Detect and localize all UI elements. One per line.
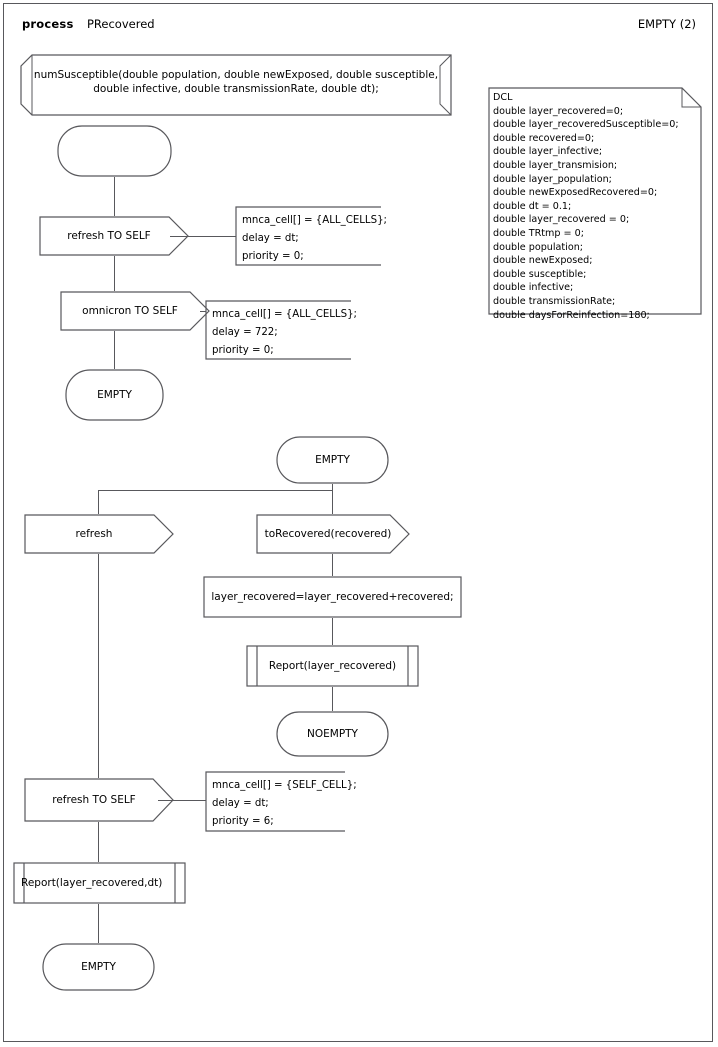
state-symbol-empty-2 <box>276 436 389 484</box>
procedure-declaration-symbol <box>20 54 452 116</box>
state-symbol-empty-1 <box>65 369 164 421</box>
dcl-line-10: double layer_recovered = 0; <box>493 214 630 226</box>
dcl-note-body: DCL double layer_recovered=0;double layer… <box>493 91 698 322</box>
input-symbol-refresh <box>24 514 174 554</box>
dcl-line-6: double layer_transmision; <box>493 159 618 171</box>
comment-symbol-2 <box>205 300 351 360</box>
comment-body-2: mnca_cell[] = {ALL_CELLS};delay = 722; pr… <box>212 306 357 360</box>
procedure-call-label-report-1: Report(layer_recovered) <box>268 660 397 672</box>
state-label-empty-1: EMPTY <box>97 389 132 401</box>
task-symbol-assign-recovered <box>203 576 462 618</box>
comment-symbol-3 <box>205 771 345 832</box>
dcl-line-13: double newExposed; <box>493 255 593 267</box>
connector-task-to-report1 <box>332 618 333 645</box>
comment-1-line-1: mnca_cell[] = {ALL_CELLS}; <box>242 215 387 226</box>
dcl-line-2: double layer_recovered=0; <box>493 105 624 117</box>
connector-start-to-refresh <box>114 177 115 216</box>
connector-report1-to-noempty <box>332 687 333 711</box>
dcl-line-8: double newExposedRecovered=0; <box>493 187 658 199</box>
dcl-line-1: DCL <box>493 92 513 103</box>
comment-2-line-1: mnca_cell[] = {ALL_CELLS}; <box>212 309 357 320</box>
input-symbol-refresh-to-self-1 <box>39 216 189 256</box>
dcl-line-3: double layer_recoveredSusceptible=0; <box>493 119 679 131</box>
dcl-line-4: double recovered=0; <box>493 132 595 144</box>
comment-body-1: mnca_cell[] = {ALL_CELLS};delay = dt; pri… <box>242 212 387 266</box>
input-symbol-refresh-to-self-2 <box>24 778 174 822</box>
procedure-declaration-line2: double infective, double transmissionRat… <box>93 83 379 95</box>
procedure-declaration-line1: numSusceptible(double population, double… <box>33 69 439 81</box>
page-label: EMPTY (2) <box>637 17 696 31</box>
connector-refresh2-to-report2 <box>98 822 99 862</box>
input-symbol-to-recovered <box>256 514 410 554</box>
connector-branch-horizontal <box>98 490 333 491</box>
dcl-line-14: double susceptible; <box>493 268 587 280</box>
state-label-empty-2: EMPTY <box>315 454 350 466</box>
comment-3-line-1: mnca_cell[] = {SELF_CELL}; <box>212 780 357 791</box>
connector-refresh-to-omnicron <box>114 256 115 291</box>
comment-1-line-3: priority = 0; <box>242 251 304 262</box>
state-symbol-start <box>57 125 172 177</box>
state-symbol-noempty <box>276 711 389 757</box>
comment-connector-2 <box>200 311 206 312</box>
input-label-to-recovered: toRecovered(recovered) <box>264 528 392 540</box>
process-keyword: process <box>22 17 74 31</box>
input-label-refresh-to-self-2: refresh TO SELF <box>52 794 136 806</box>
connector-omnicron-to-empty <box>114 331 115 369</box>
dcl-line-7: double layer_population; <box>493 173 612 185</box>
dcl-line-12: double population; <box>493 241 584 253</box>
dcl-line-17: double daysForReinfection=180; <box>493 309 650 321</box>
procedure-call-label-report-2: Report(layer_recovered,dt) <box>21 877 163 889</box>
connector-refresh-long <box>98 554 99 778</box>
connector-branch-left-down <box>98 490 99 514</box>
state-label-empty-3: EMPTY <box>81 961 116 973</box>
input-label-refresh-to-self-1: refresh TO SELF <box>67 230 151 242</box>
procedure-call-symbol-report-1 <box>246 645 419 687</box>
comment-body-3: mnca_cell[] = {SELF_CELL};delay = dt; pri… <box>212 777 357 831</box>
comment-connector-3 <box>158 800 206 801</box>
dcl-line-9: double dt = 0.1; <box>493 200 572 212</box>
input-symbol-omnicron-to-self <box>60 291 210 331</box>
comment-2-line-3: priority = 0; <box>212 345 274 356</box>
connector-empty2-down <box>332 484 333 514</box>
connector-report2-to-empty3 <box>98 904 99 943</box>
dcl-note-symbol <box>488 87 702 315</box>
comment-connector-1 <box>170 236 236 237</box>
procedure-call-symbol-report-2 <box>13 862 186 904</box>
comment-1-line-2: delay = dt; <box>242 233 299 244</box>
connector-torecovered-to-task <box>332 554 333 576</box>
comment-3-line-3: priority = 6; <box>212 816 274 827</box>
state-label-noempty: NOEMPTY <box>307 728 358 740</box>
dcl-line-16: double transmissionRate; <box>493 295 616 307</box>
task-label-assign-recovered: layer_recovered=layer_recovered+recovere… <box>211 591 454 603</box>
dcl-line-11: double TRtmp = 0; <box>493 227 584 239</box>
comment-2-line-2: delay = 722; <box>212 327 278 338</box>
input-label-omnicron-to-self: omnicron TO SELF <box>82 305 178 317</box>
dcl-line-5: double layer_infective; <box>493 146 603 158</box>
comment-symbol-1 <box>235 206 381 266</box>
process-name: PRecovered <box>87 17 155 31</box>
input-label-refresh: refresh <box>75 528 113 540</box>
comment-3-line-2: delay = dt; <box>212 798 269 809</box>
state-symbol-empty-3 <box>42 943 155 991</box>
dcl-line-15: double infective; <box>493 282 574 294</box>
